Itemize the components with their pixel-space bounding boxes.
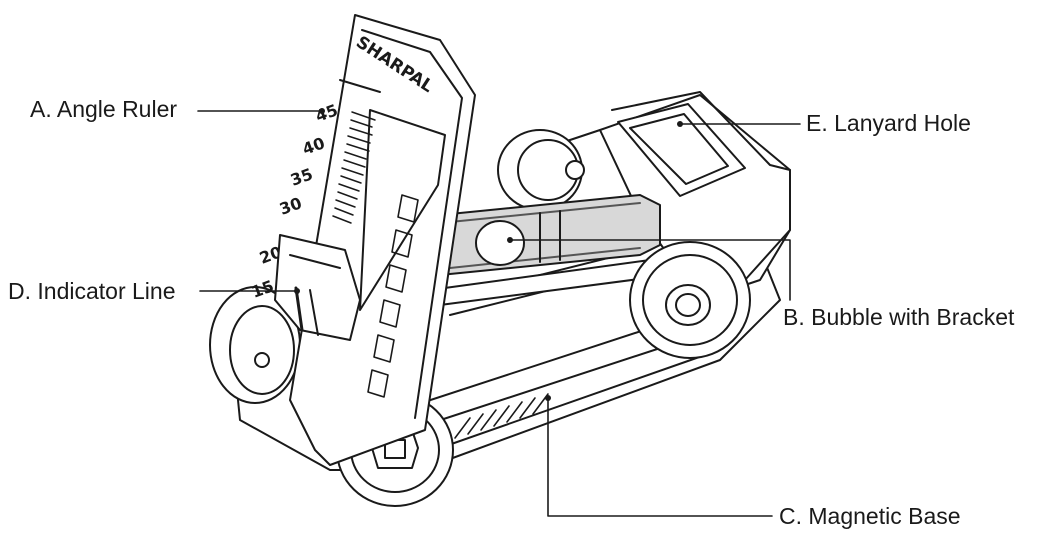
scale-mark-40: 40 [300, 133, 327, 158]
leader-bubble-bracket [509, 239, 791, 301]
label-angle-ruler: A. Angle Ruler [30, 96, 178, 122]
indicator-line-mark [294, 286, 304, 332]
leader-lines [197, 110, 801, 517]
label-magnetic-base: C. Magnetic Base [779, 503, 961, 529]
rear-left-wheel [497, 129, 585, 211]
leader-dots [294, 108, 683, 401]
lanyard-hole-opening [629, 113, 729, 185]
scale-mark-30: 30 [277, 193, 304, 218]
scale-mark-35: 35 [288, 164, 315, 189]
label-bubble-with-bracket: B. Bubble with Bracket [783, 304, 1015, 330]
ruler-side-slots [367, 194, 419, 398]
ruler-tick-scale [332, 111, 376, 224]
front-right-wheel [629, 241, 751, 359]
label-lanyard-hole: E. Lanyard Hole [806, 110, 971, 136]
bubble [475, 220, 525, 266]
indicator-slider [274, 234, 361, 341]
angle-ruler: SHARPAL 45 40 35 30 20 15 [249, 14, 476, 466]
leader-magnetic-base [547, 397, 773, 517]
label-indicator-line: D. Indicator Line [8, 278, 176, 304]
